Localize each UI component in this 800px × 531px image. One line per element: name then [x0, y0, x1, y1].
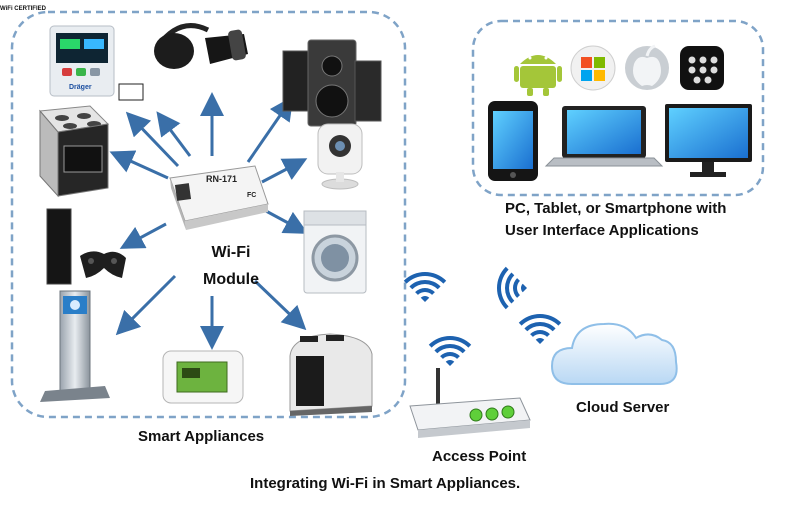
- windows-icon: [570, 45, 616, 91]
- apple-icon: [625, 44, 669, 90]
- washing-machine-icon: [303, 210, 367, 294]
- game-console-icon: [46, 208, 126, 285]
- module-chip-mark: FC: [247, 192, 257, 199]
- arrow-to-range: [109, 150, 169, 180]
- arrow-to-badge: [156, 111, 192, 157]
- user-devices-label: PC, Tablet, or Smartphone with User Inte…: [505, 198, 726, 242]
- laptop-icon: [544, 106, 664, 167]
- arrow-to-toaster: [253, 279, 307, 331]
- smart-appliances-boundary: [10, 10, 407, 419]
- figure-caption: Integrating Wi-Fi in Smart Appliances.: [250, 475, 521, 492]
- monitor-icon: [665, 104, 752, 177]
- arrow-to-charger: [115, 274, 177, 336]
- android-icon: [514, 55, 562, 96]
- headphones-icon: [154, 23, 248, 69]
- user-devices-label-line1: PC, Tablet, or Smartphone with: [505, 200, 727, 217]
- smartphone-icon: [488, 101, 538, 181]
- cloud-server-label: Cloud Server: [576, 399, 670, 416]
- diagram-stage: RN-171 FC WiFi CERTIFIED Dräger Wi-Fi Mo…: [0, 6, 800, 531]
- arrow-to-console: [119, 222, 167, 249]
- user-devices-boundary: [471, 19, 765, 197]
- speaker-system-icon: [282, 39, 382, 127]
- wifi-module-chip: [169, 165, 269, 230]
- wifi-module-label-line2: Module: [203, 271, 259, 288]
- thermostat-icon: [162, 350, 244, 404]
- electric-range-icon: [38, 105, 110, 198]
- arrow-to-monitor: [125, 111, 180, 168]
- wifi-signal-icon: [518, 314, 562, 344]
- cloud-icon: [550, 322, 678, 385]
- arrow-to-camera: [261, 158, 308, 184]
- wifi-module-label-line1: Wi-Fi: [211, 244, 251, 261]
- router-icon: [409, 368, 531, 438]
- wifi-certified-label: WiFi CERTIFIED: [0, 6, 46, 12]
- user-devices-label-line2: User Interface Applications: [505, 222, 699, 239]
- smart-appliances-label: Smart Appliances: [138, 428, 265, 445]
- access-point-label: Access Point: [432, 448, 527, 465]
- wifi-signal-icon: [403, 272, 447, 302]
- diagram-artwork: [10, 10, 765, 438]
- monitor-brand-label: Dräger: [69, 84, 92, 91]
- blackberry-icon: [680, 46, 724, 90]
- wifi-certified-badge-icon: [118, 83, 144, 101]
- wifi-signal-icon: [497, 266, 527, 310]
- charging-station-icon: [40, 290, 110, 402]
- toaster-icon: [289, 333, 373, 416]
- module-part-number: RN-171: [206, 174, 238, 184]
- security-camera-icon: [317, 123, 363, 190]
- patient-monitor-icon: [49, 25, 115, 97]
- wifi-signal-icon: [428, 336, 472, 366]
- arrow-to-washer: [265, 209, 309, 234]
- wifi-module-label: Wi-Fi Module: [186, 239, 276, 293]
- module-arrows: [109, 92, 309, 350]
